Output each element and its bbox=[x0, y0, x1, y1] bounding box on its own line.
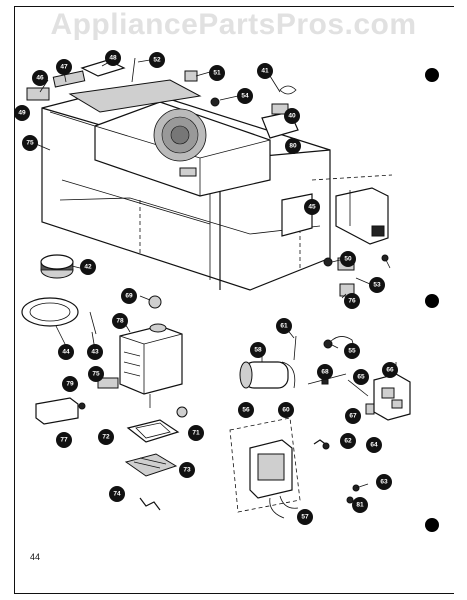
binder-hole-middle bbox=[425, 294, 439, 308]
callout-42: 42 bbox=[80, 259, 96, 275]
callout-48: 48 bbox=[105, 50, 121, 66]
svg-text:79: 79 bbox=[66, 381, 74, 388]
callout-40: 40 bbox=[284, 108, 300, 124]
thermal-parts-left bbox=[35, 377, 188, 425]
callout-60: 60 bbox=[278, 402, 294, 418]
callout-67: 67 bbox=[345, 408, 361, 424]
callout-75-lower: 75 bbox=[88, 366, 104, 382]
callout-65: 65 bbox=[353, 369, 369, 385]
svg-text:77: 77 bbox=[60, 437, 68, 444]
callout-62: 62 bbox=[340, 433, 356, 449]
callout-43: 43 bbox=[87, 344, 103, 360]
callout-47: 47 bbox=[56, 59, 72, 75]
callout-45: 45 bbox=[304, 199, 320, 215]
watermark: AppliancePartsPros.com bbox=[50, 8, 417, 41]
svg-text:57: 57 bbox=[301, 514, 309, 521]
svg-text:63: 63 bbox=[380, 479, 388, 486]
svg-text:54: 54 bbox=[241, 93, 249, 100]
svg-text:58: 58 bbox=[254, 347, 262, 354]
svg-text:41: 41 bbox=[261, 68, 269, 75]
svg-text:42: 42 bbox=[84, 264, 92, 271]
svg-text:47: 47 bbox=[60, 64, 68, 71]
svg-text:46: 46 bbox=[36, 75, 44, 82]
svg-text:61: 61 bbox=[280, 323, 288, 330]
svg-text:72: 72 bbox=[102, 434, 110, 441]
svg-text:55: 55 bbox=[348, 348, 356, 355]
svg-text:48: 48 bbox=[109, 55, 117, 62]
screws-bottom-right bbox=[346, 483, 369, 504]
svg-text:43: 43 bbox=[91, 349, 99, 356]
callout-75-top: 75 bbox=[22, 135, 38, 151]
diagram-frame bbox=[14, 6, 454, 594]
svg-text:81: 81 bbox=[356, 502, 364, 509]
svg-text:44: 44 bbox=[62, 349, 70, 356]
callout-77: 77 bbox=[56, 432, 72, 448]
svg-text:73: 73 bbox=[183, 467, 191, 474]
svg-text:52: 52 bbox=[153, 57, 161, 64]
svg-text:56: 56 bbox=[242, 407, 250, 414]
binder-hole-top bbox=[425, 68, 439, 82]
svg-text:64: 64 bbox=[370, 442, 378, 449]
svg-text:53: 53 bbox=[373, 282, 381, 289]
callout-68: 68 bbox=[317, 364, 333, 380]
callout-46: 46 bbox=[32, 70, 48, 86]
turntable-drive bbox=[21, 254, 97, 335]
callout-56: 56 bbox=[238, 402, 254, 418]
power-transformer bbox=[229, 417, 330, 519]
callout-74: 74 bbox=[109, 486, 125, 502]
page-number: 44 bbox=[30, 552, 41, 562]
interlock-switch-assembly bbox=[373, 362, 411, 421]
top-cover bbox=[94, 101, 271, 197]
callout-81: 81 bbox=[352, 497, 368, 513]
callout-51: 51 bbox=[209, 65, 225, 81]
callout-54: 54 bbox=[237, 88, 253, 104]
callout-44: 44 bbox=[58, 344, 74, 360]
callout-66: 66 bbox=[382, 362, 398, 378]
callout-64: 64 bbox=[366, 437, 382, 453]
svg-text:76: 76 bbox=[348, 298, 356, 305]
svg-text:68: 68 bbox=[321, 369, 329, 376]
svg-text:78: 78 bbox=[116, 318, 124, 325]
gasket-and-filter bbox=[124, 419, 180, 511]
callout-57: 57 bbox=[297, 509, 313, 525]
callout-71: 71 bbox=[188, 425, 204, 441]
svg-text:74: 74 bbox=[113, 491, 121, 498]
callout-73: 73 bbox=[179, 462, 195, 478]
svg-text:75: 75 bbox=[92, 371, 100, 378]
svg-text:69: 69 bbox=[125, 293, 133, 300]
svg-text:45: 45 bbox=[308, 204, 316, 211]
capacitor bbox=[239, 335, 357, 389]
callout-55: 55 bbox=[344, 343, 360, 359]
callout-78: 78 bbox=[112, 313, 128, 329]
svg-text:65: 65 bbox=[357, 374, 365, 381]
svg-text:40: 40 bbox=[288, 113, 296, 120]
callout-58: 58 bbox=[250, 342, 266, 358]
svg-text:66: 66 bbox=[386, 367, 394, 374]
binder-hole-bottom bbox=[425, 518, 439, 532]
svg-text:60: 60 bbox=[282, 407, 290, 414]
svg-text:80: 80 bbox=[289, 143, 297, 150]
callout-72: 72 bbox=[98, 429, 114, 445]
callout-52: 52 bbox=[149, 52, 165, 68]
callout-76: 76 bbox=[344, 293, 360, 309]
callout-80: 80 bbox=[285, 138, 301, 154]
svg-text:50: 50 bbox=[344, 256, 352, 263]
svg-text:51: 51 bbox=[213, 70, 221, 77]
svg-text:75: 75 bbox=[26, 140, 34, 147]
callout-53: 53 bbox=[369, 277, 385, 293]
svg-text:71: 71 bbox=[192, 430, 200, 437]
svg-text:67: 67 bbox=[349, 413, 357, 420]
magnetron bbox=[119, 295, 183, 408]
callout-69: 69 bbox=[121, 288, 137, 304]
callout-79: 79 bbox=[62, 376, 78, 392]
callout-63: 63 bbox=[376, 474, 392, 490]
callout-61: 61 bbox=[276, 318, 292, 334]
callout-41: 41 bbox=[257, 63, 273, 79]
svg-text:62: 62 bbox=[344, 438, 352, 445]
callout-50-upper: 50 bbox=[340, 251, 356, 267]
svg-text:49: 49 bbox=[18, 110, 26, 117]
callout-49: 49 bbox=[14, 105, 30, 121]
